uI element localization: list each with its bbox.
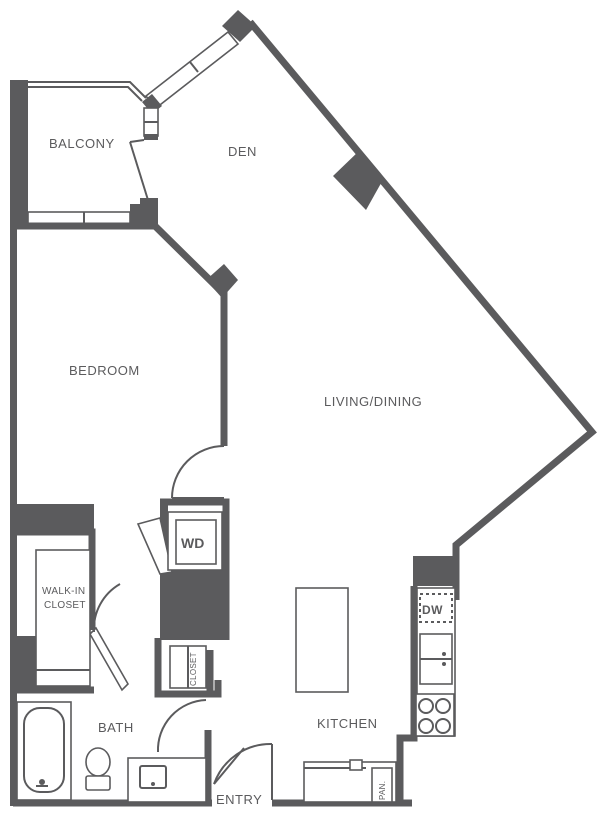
label-entry: ENTRY bbox=[216, 792, 262, 807]
label-walk-in-line2: CLOSET bbox=[44, 600, 86, 611]
toilet bbox=[85, 747, 111, 777]
label-closet: CLOSET bbox=[189, 652, 198, 686]
fixtures bbox=[16, 511, 456, 803]
closet-shelf-left bbox=[35, 549, 91, 687]
room-labels: BALCONY DEN BEDROOM LIVING/DINING WALK-I… bbox=[42, 136, 422, 807]
label-bath: BATH bbox=[98, 720, 134, 735]
kitchen-island bbox=[295, 587, 349, 693]
label-dw: DW bbox=[422, 603, 443, 617]
label-living-dining: LIVING/DINING bbox=[324, 394, 422, 409]
label-pantry: PAN. bbox=[378, 781, 387, 800]
label-balcony: BALCONY bbox=[49, 136, 115, 151]
label-walk-in-line1: WALK-IN bbox=[42, 586, 85, 597]
interior-walls bbox=[10, 222, 273, 806]
washer-dryer-box bbox=[175, 519, 217, 565]
fixture-labels: WD DW CLOSET PAN. bbox=[181, 535, 443, 800]
label-bedroom: BEDROOM bbox=[69, 363, 140, 378]
label-den: DEN bbox=[228, 144, 257, 159]
label-kitchen: KITCHEN bbox=[317, 716, 378, 731]
balcony-area bbox=[27, 30, 240, 227]
label-wd: WD bbox=[181, 535, 204, 551]
